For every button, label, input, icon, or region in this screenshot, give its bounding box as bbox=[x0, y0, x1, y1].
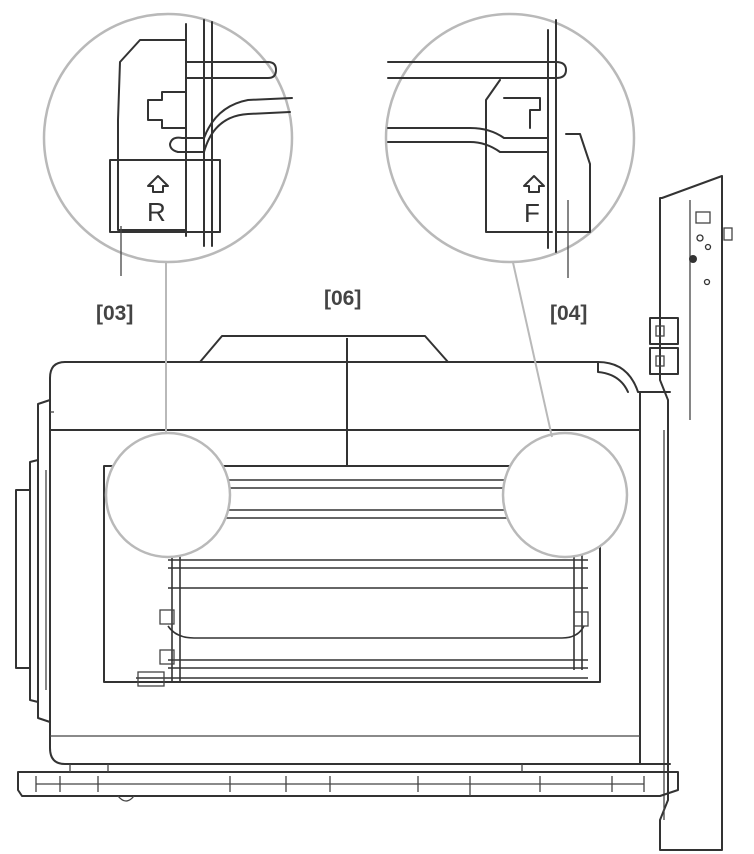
front-magnifier-leader bbox=[511, 257, 553, 438]
cabinet-side-panel bbox=[649, 175, 733, 851]
callout-06: [06] bbox=[324, 287, 362, 310]
front-bracket-detail: F bbox=[384, 12, 636, 278]
callout-03: [03] bbox=[96, 302, 134, 325]
rear-mark: R bbox=[147, 197, 166, 227]
oven-rack bbox=[103, 462, 601, 687]
oven-cavity bbox=[15, 335, 671, 765]
callout-04: [04] bbox=[550, 302, 588, 325]
front-mark: F bbox=[524, 198, 540, 228]
base-frame bbox=[17, 764, 679, 802]
rear-detail-ring bbox=[104, 431, 232, 559]
rear-bracket-detail: R bbox=[42, 12, 294, 276]
front-detail-ring bbox=[501, 431, 629, 559]
